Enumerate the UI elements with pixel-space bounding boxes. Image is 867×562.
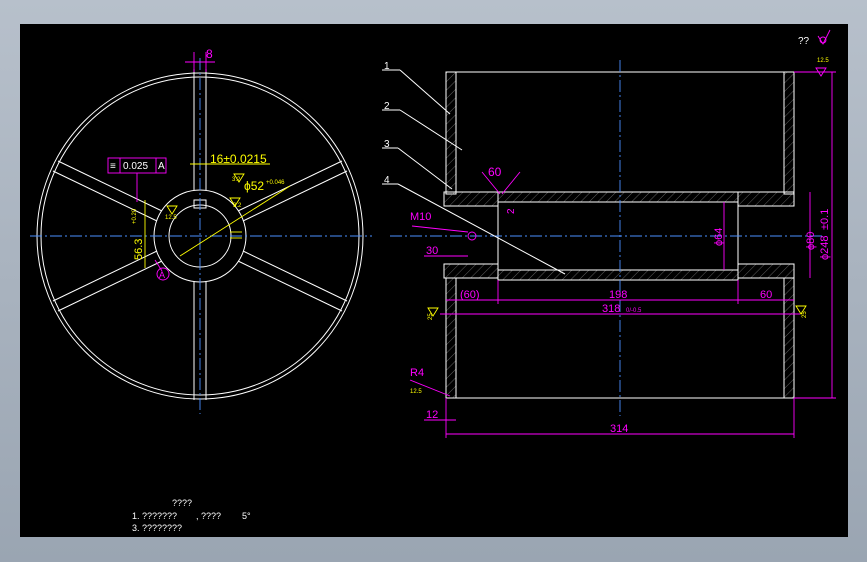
shell-wall-left-top: [445, 71, 457, 195]
spoke-vertical: [193, 69, 207, 400]
keyway-dim-text: 16±0.0215: [210, 152, 267, 166]
dim-2-text: 2: [506, 208, 517, 214]
drawing-canvas[interactable]: 8 ≡ 0.025 A 16±0.0215: [20, 24, 848, 537]
svg-text:12.5: 12.5: [817, 58, 829, 64]
phi80-text: ϕ80: [805, 232, 817, 250]
thread-text: M10: [410, 211, 431, 223]
corner-mark: ??: [798, 36, 810, 47]
shell-wall-left-bottom: [445, 277, 457, 399]
dim-phi248: ϕ248 ±0.1: [794, 71, 836, 399]
phi248-tol: ±0.1: [819, 209, 831, 230]
dim-phi64: ϕ64: [713, 202, 725, 270]
spoke-lower-left: [52, 250, 163, 312]
shell-wall-right-top: [783, 71, 795, 195]
right-view: 1 2 3 4 60 2 M10 30: [382, 58, 836, 438]
r4-text: R4: [410, 367, 424, 379]
keyway-depth-dim: 56.3 +0.20: [132, 200, 146, 268]
bore-dim-text: ϕ52: [244, 179, 264, 193]
roughness-symbol-hub: 3.2: [229, 197, 242, 209]
bore-tol-text: +0.046: [266, 180, 285, 186]
shell-wall-right-bottom: [783, 277, 795, 399]
phi248-text: ϕ248: [819, 235, 831, 260]
dim-318-tol: 0/-0.5: [626, 308, 642, 314]
roughness-symbol-right-side: 25: [795, 305, 808, 318]
tolerance-value: 0.025: [123, 161, 148, 172]
roughness-symbol-keyway: 12.5: [165, 205, 178, 221]
dim-8-annotation: 8: [185, 47, 215, 72]
part-2: 2: [384, 101, 390, 112]
part-1: 1: [384, 61, 390, 72]
shaft-left-bottom: [443, 263, 499, 279]
notes-line-3: 3. ????????: [132, 523, 182, 533]
spoke-lower-right: [237, 250, 348, 312]
dim-318-text: 318: [602, 303, 620, 315]
roughness-symbol-top-right: 12.5: [815, 58, 829, 77]
shaft-right-top: [737, 191, 795, 207]
corner-roughness: ??: [798, 29, 831, 47]
roughness-symbol-left-side: 25: [427, 307, 439, 320]
tolerance-datum: A: [158, 161, 165, 172]
svg-text:25: 25: [802, 311, 808, 318]
radius-r4: R4 12.5: [409, 367, 451, 397]
dim-30-text: 30: [426, 245, 438, 257]
notes-line-1b: , ????: [196, 511, 221, 521]
svg-text:≡: ≡: [110, 161, 116, 172]
technical-drawing: 8 ≡ 0.025 A 16±0.0215: [30, 29, 836, 533]
svg-text:12.5: 12.5: [165, 215, 177, 221]
svg-text:3.2: 3.2: [233, 203, 242, 209]
shaft-left-top: [443, 191, 499, 207]
chamfer-dim: 60 2: [481, 165, 521, 214]
dim-left-60-text: (60): [460, 289, 480, 301]
dim-right-60-text: 60: [760, 289, 772, 301]
tube-top: [497, 191, 739, 203]
part-leaders: 1 2 3 4: [382, 61, 566, 275]
thread-m10: M10 30: [410, 211, 477, 257]
keyway-depth-tol: +0.20: [132, 208, 138, 224]
notes-line-1c: 5°: [242, 511, 251, 521]
dims-row-2: 318 0/-0.5: [440, 303, 800, 315]
svg-text:12.5: 12.5: [410, 389, 422, 395]
datum-a-marker: A: [154, 259, 170, 281]
notes-line-1: 1. ???????: [132, 511, 177, 521]
dim-12-text: 12: [426, 409, 438, 421]
notes-title: ????: [172, 498, 192, 508]
dim-8-text: 8: [206, 47, 213, 61]
dim-phi80: ϕ80: [805, 192, 817, 278]
chamfer-60-text: 60: [488, 165, 502, 179]
svg-text:3.2: 3.2: [232, 177, 241, 183]
phi64-text: ϕ64: [713, 228, 725, 246]
bore-dim: ϕ52 +0.046: [179, 179, 291, 257]
part-3: 3: [384, 139, 390, 150]
keyway-dim: 16±0.0215: [190, 152, 270, 166]
dims-row-1: (60) 198 60: [446, 280, 794, 304]
keyway-depth-text: 56.3: [133, 239, 145, 260]
dim-314-text: 314: [610, 423, 628, 435]
left-view: 8 ≡ 0.025 A 16±0.0215: [30, 47, 372, 414]
svg-text:25: 25: [428, 313, 434, 320]
shaft-right-bottom: [737, 263, 795, 279]
tube-bottom: [497, 269, 739, 281]
dims-row-3: 314 12: [424, 398, 795, 438]
part-4: 4: [384, 175, 390, 186]
roughness-symbol-bore: 3.2: [232, 173, 245, 183]
technical-notes: ???? 1. ??????? , ???? 5° 3. ????????: [132, 498, 251, 533]
datum-a-text: A: [159, 270, 165, 280]
tolerance-frame: ≡ 0.025 A: [107, 157, 167, 202]
dim-198-text: 198: [609, 289, 627, 301]
